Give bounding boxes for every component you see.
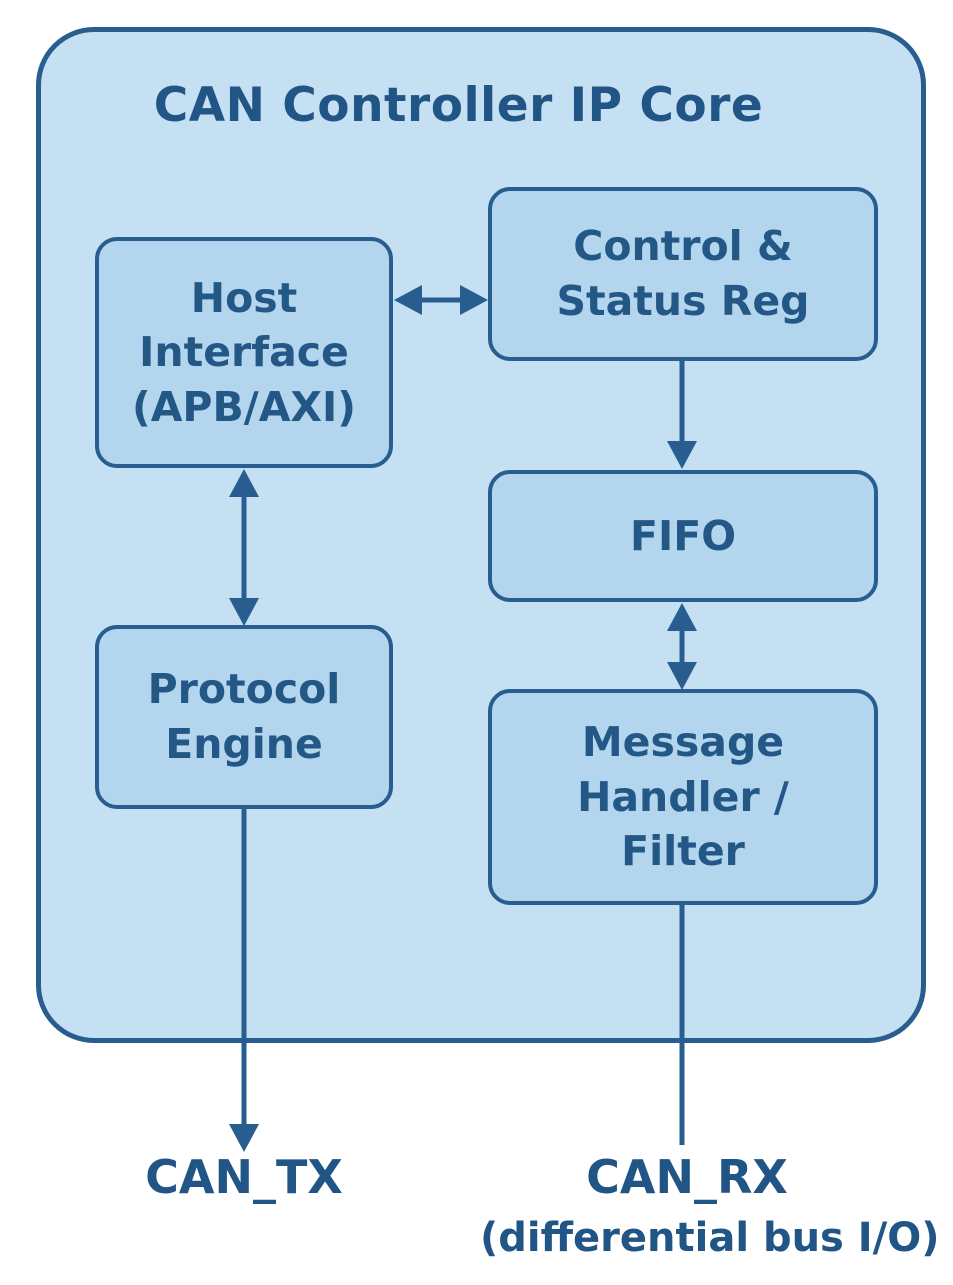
arrowhead-up [667,603,697,631]
can-rx-note: (differential bus I/O) [480,1215,940,1261]
arrowhead-down [667,662,697,690]
control-status-reg-block: Control & Status Reg [488,187,878,361]
can-rx-label: CAN_RX [586,1150,788,1204]
protocol-engine-block: Protocol Engine [95,625,393,809]
can-tx-label: CAN_TX [145,1150,343,1204]
message-handler-filter-block: Message Handler / Filter [488,689,878,905]
host-interface-block: Host Interface (APB/AXI) [95,237,393,468]
arrowhead-left [394,285,422,315]
arrowhead-down [229,1124,259,1152]
arrowhead-up [229,469,259,497]
fifo-block: FIFO [488,470,878,602]
arrowhead-down [667,441,697,469]
diagram-title: CAN Controller IP Core [153,78,764,133]
arrowhead-right [460,285,488,315]
arrowhead-down [229,598,259,626]
